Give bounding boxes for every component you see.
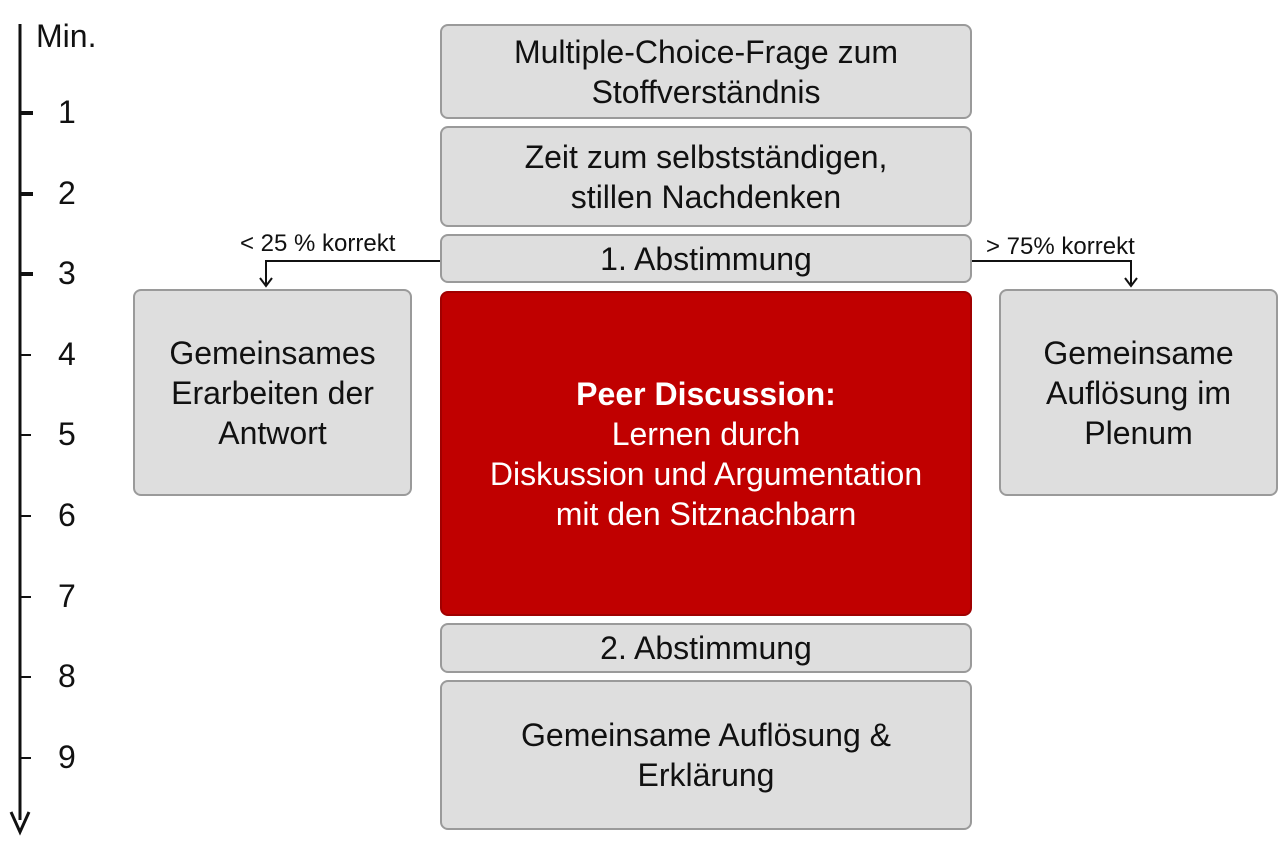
tick-label-9: 9	[58, 739, 76, 775]
right-branch-line-3: Plenum	[1084, 414, 1193, 451]
tick-label-3: 3	[58, 255, 76, 291]
question-box: Multiple-Choice-Frage zum Stoffverständn…	[440, 24, 972, 119]
reflection-box: Zeit zum selbstständigen, stillen Nachde…	[440, 126, 972, 227]
left-branch-box: Gemeinsames Erarbeiten der Antwort	[133, 289, 412, 496]
left-branch-line-2: Erarbeiten der	[171, 374, 374, 411]
axis-unit-label: Min.	[36, 18, 97, 54]
reflection-line-2: stillen Nachdenken	[570, 178, 842, 215]
vote-1-box: 1. Abstimmung	[440, 234, 972, 283]
reflection-line-1: Zeit zum selbstständigen,	[524, 138, 888, 175]
right-branch-line-1: Gemeinsame	[1043, 334, 1234, 371]
tick-label-4: 4	[58, 336, 76, 372]
right-branch-line-2: Auflösung im	[1046, 374, 1231, 411]
tick-label-6: 6	[58, 497, 76, 533]
peer-discussion-line-3: mit den Sitznachbarn	[555, 495, 857, 532]
question-line-2: Stoffverständnis	[591, 73, 821, 110]
vote-1-label: 1. Abstimmung	[600, 240, 812, 277]
left-branch-connector	[265, 260, 440, 284]
vote-2-label: 2. Abstimmung	[600, 630, 812, 666]
left-branch-condition: < 25 % korrekt	[240, 230, 396, 257]
tick-marks	[20, 111, 33, 759]
peer-discussion-title: Peer Discussion:	[576, 375, 836, 412]
resolution-box: Gemeinsame Auflösung & Erklärung	[440, 680, 972, 830]
right-branch-box: Gemeinsame Auflösung im Plenum	[999, 289, 1278, 496]
vote-2-box: 2. Abstimmung	[440, 623, 972, 673]
peer-discussion-line-1: Lernen durch	[611, 415, 801, 452]
left-branch-line-3: Antwort	[218, 414, 327, 451]
resolution-line-2: Erklärung	[637, 757, 775, 793]
tick-label-8: 8	[58, 658, 76, 694]
tick-label-5: 5	[58, 416, 76, 452]
right-branch-connector	[972, 260, 1132, 284]
right-branch-arrowhead	[1124, 277, 1138, 288]
peer-discussion-line-2: Diskussion und Argumentation	[489, 455, 923, 492]
tick-label-1: 1	[58, 94, 76, 130]
tick-label-2: 2	[58, 175, 76, 211]
resolution-line-1: Gemeinsame Auflösung &	[521, 717, 891, 753]
right-branch-condition: > 75% korrekt	[986, 233, 1135, 260]
time-axis-arrowhead	[9, 811, 31, 836]
peer-discussion-box: Peer Discussion: Lernen durch Diskussion…	[440, 291, 972, 616]
question-line-1: Multiple-Choice-Frage zum	[513, 33, 899, 70]
left-branch-line-1: Gemeinsames	[169, 334, 376, 371]
tick-label-7: 7	[58, 578, 76, 614]
left-branch-arrowhead	[259, 277, 273, 288]
